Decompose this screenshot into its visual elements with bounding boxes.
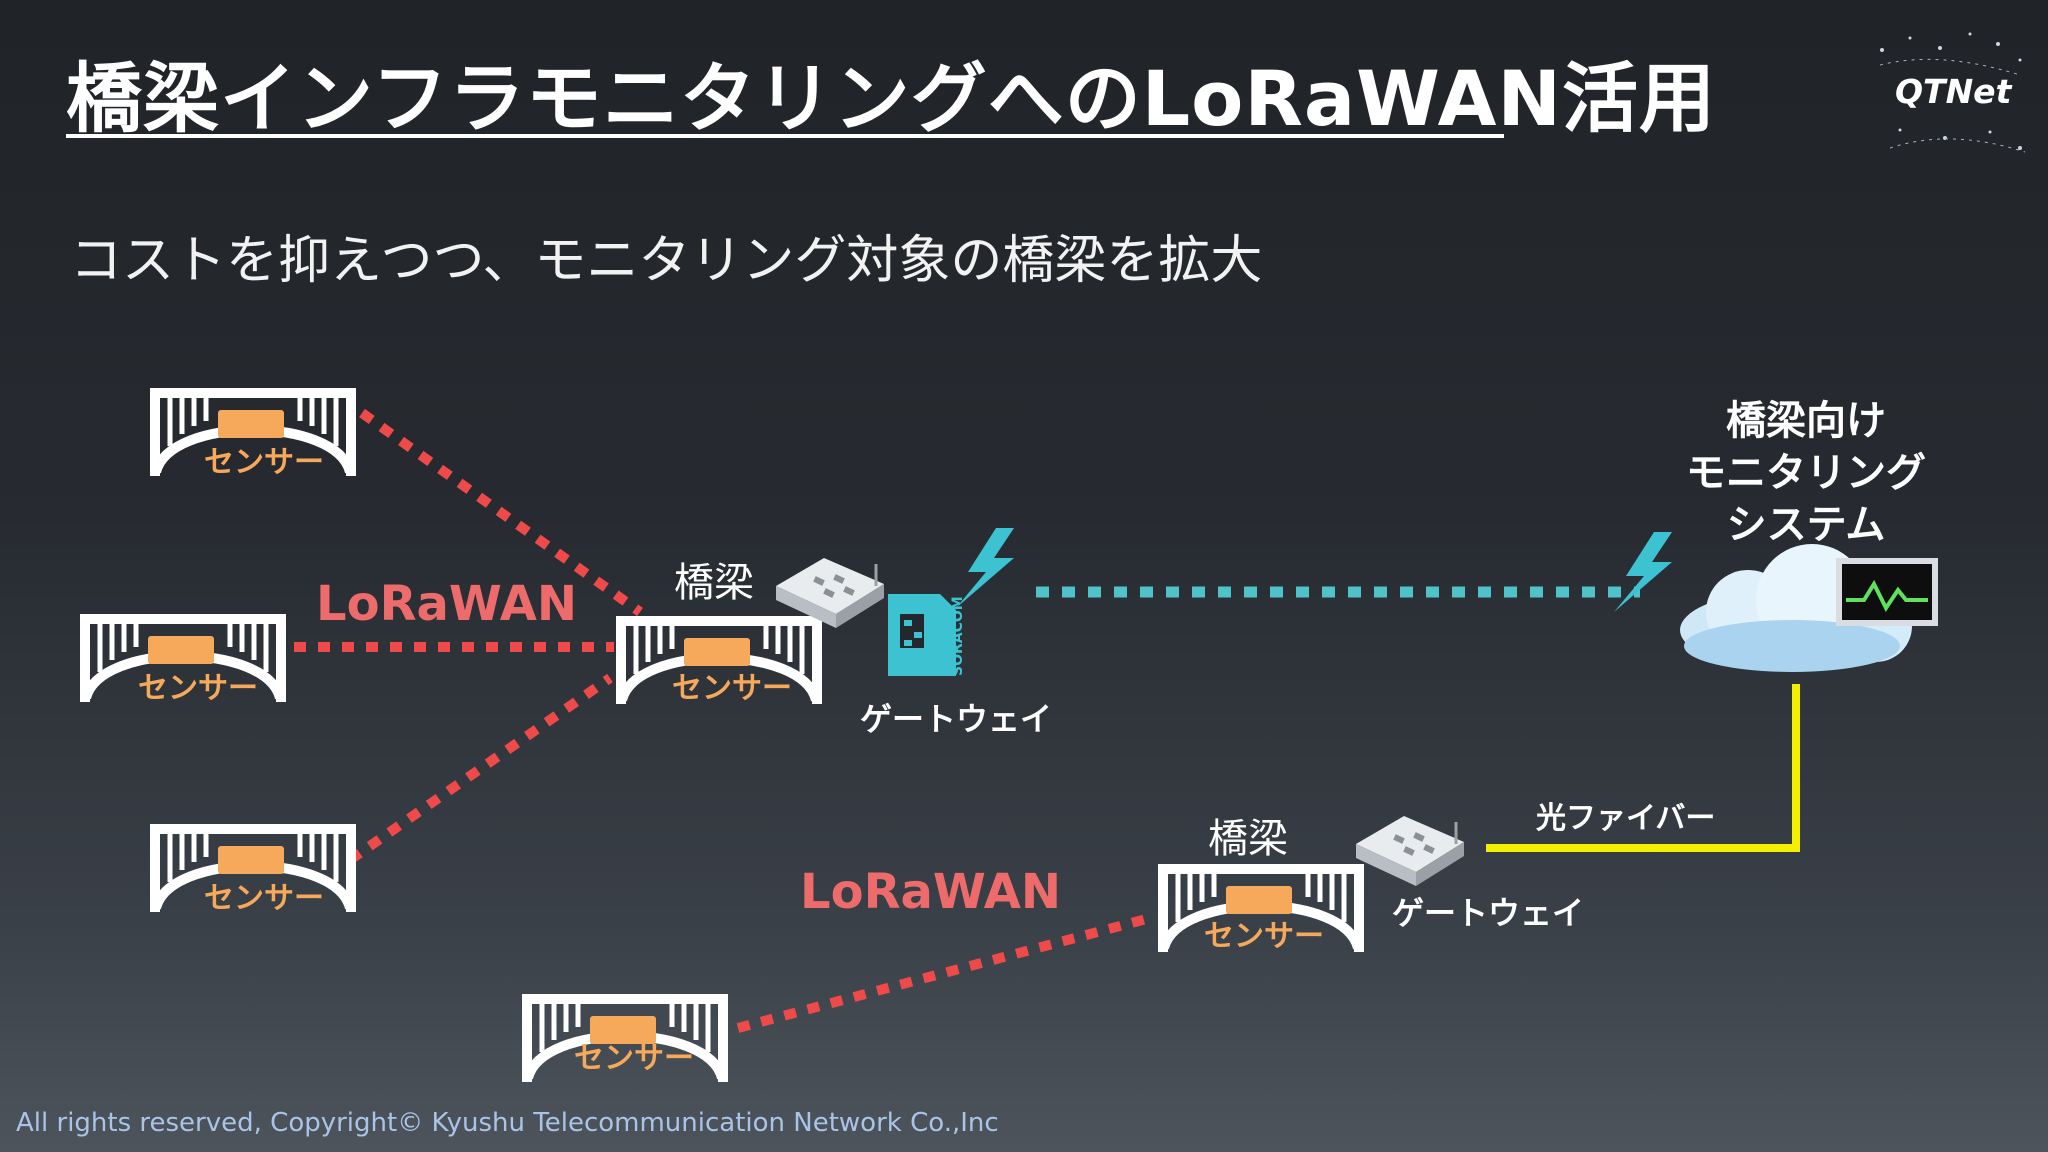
wireless-bolt-icon: [1614, 532, 1672, 612]
sim-card-icon: [888, 594, 956, 676]
wireless-bolt-icon: [956, 528, 1014, 608]
sim-brand: SORACOM: [950, 596, 966, 676]
sensor-label: センサー: [672, 671, 792, 706]
lora-link-top: [359, 408, 643, 617]
slide-title: 橋梁インフラモニタリングへのLoRaWAN活用: [66, 54, 1717, 143]
qtnet-logo: [1879, 32, 2026, 153]
lorawan-label: LoRaWAN: [800, 864, 1061, 920]
sensor-label: センサー: [1204, 919, 1324, 954]
copyright-footer: All rights reserved, Copyright© Kyushu T…: [16, 1108, 999, 1138]
title-underline: [66, 134, 1504, 138]
gateway-label: ゲートウェイ: [860, 700, 1052, 738]
gateway-router-icon: [1354, 814, 1466, 888]
system-label-line1: 橋梁向け: [1726, 398, 1886, 444]
fiber-label: 光ファイバー: [1536, 801, 1715, 836]
sensor-label: センサー: [574, 1041, 694, 1076]
system-label-line3: システム: [1727, 502, 1886, 548]
lora-link-lower-right: [736, 913, 1152, 1033]
sensor-label: センサー: [204, 445, 324, 480]
sensor-label: センサー: [204, 881, 324, 916]
bridge-label: 橋梁: [1208, 816, 1288, 862]
fiber-link: [1486, 684, 1800, 852]
lora-link-bottom: [347, 673, 613, 865]
system-label-line2: モニタリング: [1686, 450, 1926, 496]
gateway-label: ゲートウェイ: [1392, 894, 1584, 932]
slide-subtitle: コストを抑えつつ、モニタリング対象の橋梁を拡大: [70, 231, 1263, 291]
lorawan-label: LoRaWAN: [316, 576, 577, 632]
bridge-label: 橋梁: [674, 560, 754, 606]
qtnet-logo-text: QTNet: [1895, 72, 2012, 111]
sensor-label: センサー: [138, 671, 258, 706]
monitor-icon: [1836, 558, 1938, 626]
